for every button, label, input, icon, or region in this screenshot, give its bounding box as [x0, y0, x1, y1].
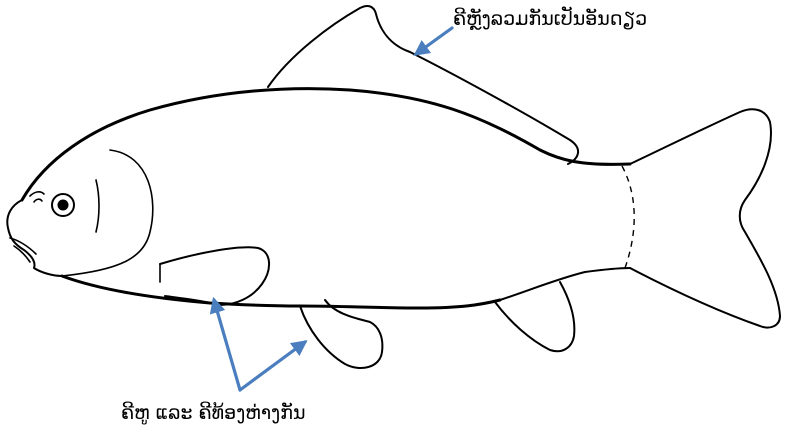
- pectoral-fin: [159, 246, 270, 306]
- fish-eye: [51, 193, 75, 217]
- tail-fin: [629, 108, 781, 329]
- fish-snout: [6, 199, 63, 277]
- arrow-dorsal: [413, 26, 454, 56]
- arrow-pelvic: [238, 340, 308, 392]
- anal-fin: [494, 281, 576, 353]
- pelvic-fin: [299, 299, 384, 369]
- gill-cover: [61, 149, 154, 277]
- arrow-pectoral: [209, 296, 242, 392]
- fish-back: [20, 87, 632, 202]
- fish-belly: [60, 274, 502, 310]
- fish-nostril: [29, 191, 45, 203]
- gill-slit: [95, 179, 100, 233]
- fish-mouth: [9, 237, 37, 263]
- dorsal-fin-label: ຄີຫຼັງລວມກັນເປັນອັນດຽວ: [453, 8, 648, 30]
- fins-separate-label: ຄີຫູ ແລະ ຄີທ້ອງຫ່າງກັນ: [121, 402, 306, 424]
- fish-lower-peduncle: [499, 267, 631, 301]
- dorsal-fin: [267, 5, 579, 165]
- tail-base-line: [621, 165, 635, 269]
- fish-pupil: [57, 199, 69, 211]
